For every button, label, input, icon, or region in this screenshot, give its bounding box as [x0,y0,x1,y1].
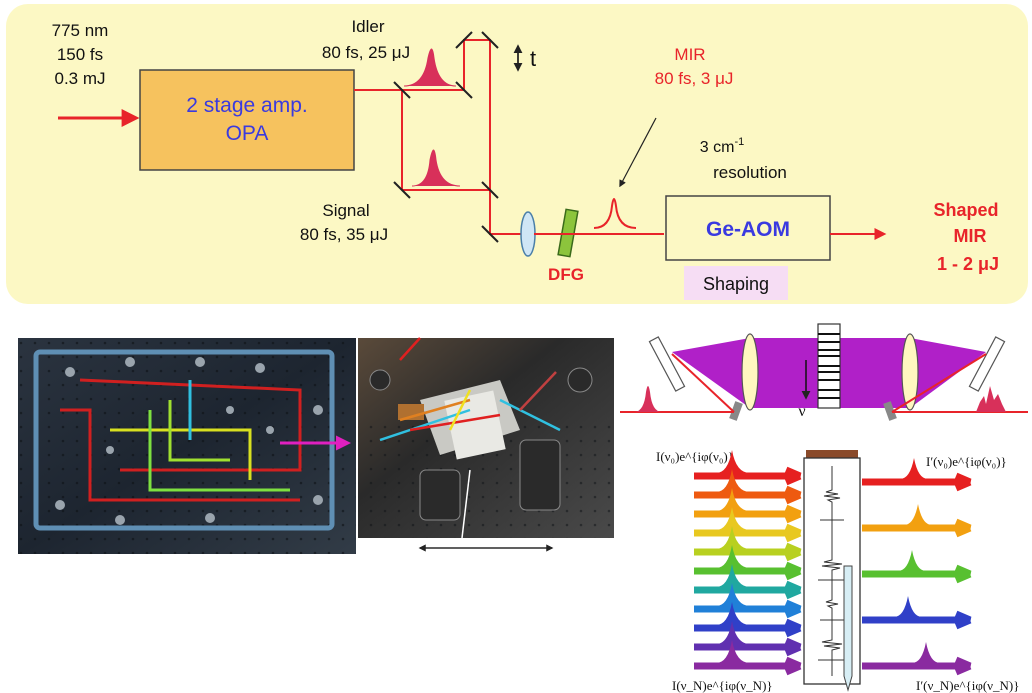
grating-left-icon [648,336,686,392]
input-spectral-line [694,618,802,638]
aom-setup-photo [358,337,614,552]
setup-schematic-panel: 775 nm 150 fs 0.3 mJ 2 stage amp. OPA [6,4,1028,304]
output-spectral-peak [900,458,928,479]
ge-aom-label: Ge-AOM [706,218,790,241]
input-spectral-line [694,466,802,486]
pulse-shaper-schematic: ν I(ν₀)e^{iφ(ν₀)} I(ν_N)e^{iφ(ν_N)} I′(ν… [620,323,1028,693]
frequency-label: ν [798,403,805,420]
output-spectral-line [862,656,972,676]
grating-right-icon [968,336,1006,392]
output-spectral-peak [894,596,922,617]
mir-spec: 80 fs, 3 μJ [655,69,734,88]
signal-name: Signal [322,201,369,220]
input-spectral-peak [716,602,750,625]
delay-label: t [530,46,536,71]
output-spectral-line [862,610,972,630]
idler-pulse-icon [403,48,457,87]
input-spectral-line [694,656,802,676]
resolution-line2: resolution [713,163,787,182]
mir-name: MIR [674,45,705,64]
input-spectral-line [694,580,802,600]
input-spectral-peak [716,640,750,663]
output-line3: 1 - 2 μJ [937,254,999,274]
output-spectral-peak [912,642,940,663]
spectral-components [694,450,972,676]
shaper-lens-left-icon [741,333,759,411]
eq-input-bottom: I(ν_N)e^{iφ(ν_N)} [672,678,773,693]
mir-pulse-icon [593,198,637,229]
opa-box [139,69,355,171]
shaping-badge [684,266,788,300]
ge-aom-box [665,195,831,261]
input-spectral-line [694,637,802,657]
dfg-label: DFG [548,265,584,284]
output-spectral-line [862,472,972,492]
laser-wavelength: 775 nm [52,21,109,40]
shaped-pulse-icon [976,386,1006,412]
signal-spec: 80 fs, 35 μJ [300,225,388,244]
input-spectral-peak [716,507,750,530]
laser-duration: 150 fs [57,45,103,64]
shaping-label: Shaping [703,274,769,294]
input-spectral-line [694,504,802,524]
input-spectral-peak [716,526,750,549]
output-spectral-peak [898,550,926,571]
input-spectral-peak [716,621,750,644]
input-pulse-icon [634,386,662,412]
idler-spec: 80 fs, 25 μJ [322,43,410,62]
opa-label-line1: 2 stage amp. [186,94,307,117]
output-line1: Shaped [933,200,998,220]
eq-input-top: I(ν₀)e^{iφ(ν₀)} [656,449,734,464]
input-spectral-line [694,485,802,505]
mirror-right-icon [883,401,897,421]
input-spectral-line [694,561,802,581]
pointer-needle-icon [843,565,853,692]
resolution-line1: 3 cm-1 [700,136,744,156]
mir-pointer-arrow [619,117,657,188]
shaper-lens-right-icon [901,333,919,411]
laser-energy: 0.3 mJ [54,69,105,88]
eq-output-bottom: I′(ν_N)e^{iφ(ν_N)} [916,678,1020,693]
beam-mirrors [393,31,499,243]
mirror-left-icon [729,401,743,421]
transducer-icon [806,450,858,460]
input-spectral-peak [716,545,750,568]
output-spectral-line [862,518,972,538]
input-spectral-peak [716,450,750,473]
input-spectral-line [694,523,802,543]
opa-label-line2: OPA [226,122,269,145]
opa-setup-photo [18,338,356,554]
eq-output-top: I′(ν₀)e^{iφ(ν₀)} [926,454,1007,469]
input-spectral-line [694,542,802,562]
acoustic-waveform [818,466,846,676]
fourier-plane-modulator-icon [817,323,841,409]
idler-name: Idler [351,17,384,36]
focusing-lens-icon [520,211,536,257]
input-spectral-peak [716,564,750,587]
signal-pulse-icon [411,149,461,187]
output-spectral-line [862,564,972,584]
input-spectral-line [694,599,802,619]
input-spectral-peak [716,583,750,606]
input-spectral-peak [716,488,750,511]
output-line2: MIR [954,226,987,246]
output-spectral-peak [904,504,932,525]
input-spectral-peak [716,469,750,492]
